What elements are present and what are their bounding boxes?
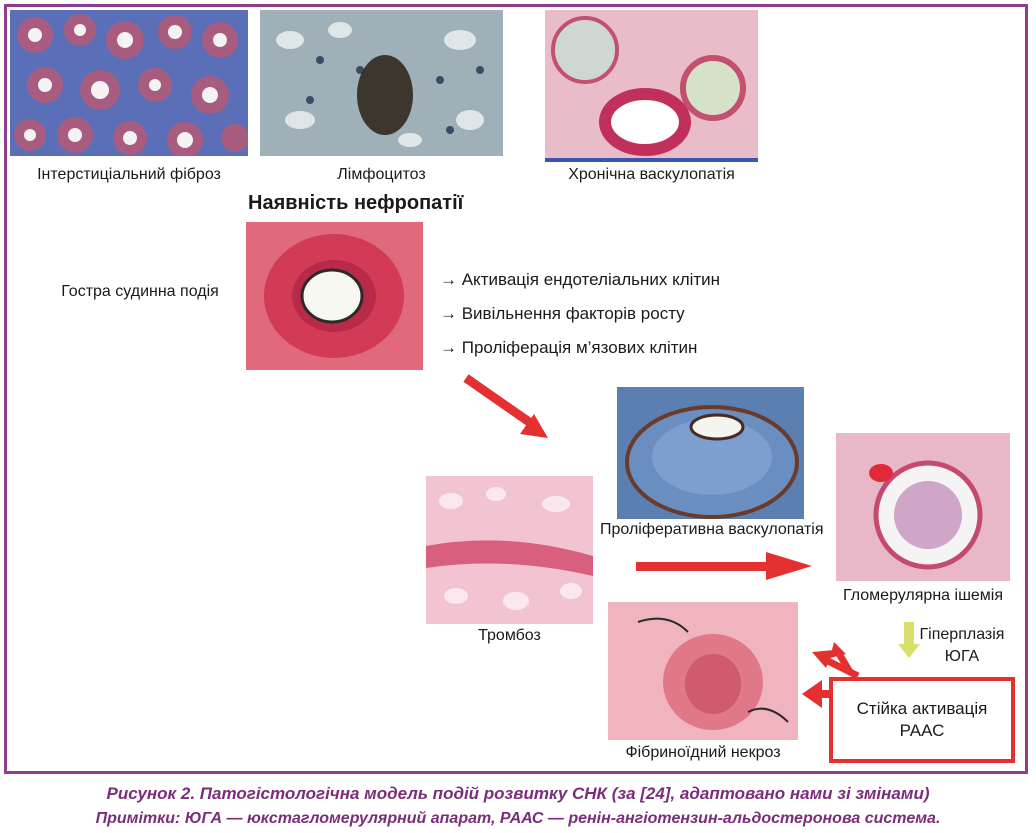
hyperplasia-line2: ЮГА: [944, 648, 980, 665]
glomerular-ischemia-image: [836, 433, 1010, 581]
pathogenesis-steps: → Активація ендотеліальних клітин → Виві…: [440, 268, 720, 370]
fibrinoid-necrosis-label: Фібриноїдний некроз: [625, 744, 781, 761]
hyperplasia-line1: Гіперплазія: [919, 626, 1005, 643]
fibrinoid-necrosis-image: [608, 602, 798, 740]
step-muscle-proliferation: → Проліферація м’язових клітин: [440, 338, 698, 357]
chronic-vasculopathy-image: [545, 10, 758, 162]
raas-line2: РААС: [899, 721, 945, 740]
raas-activation-box: Стійка активація РААС: [829, 677, 1015, 763]
raas-line1: Стійка активація: [856, 699, 988, 718]
figure-note: Примітки: ЮГА — юкстагломерулярний апара…: [95, 810, 941, 827]
acute-vascular-event-label: Гостра судинна подія: [61, 283, 219, 300]
lymphocytosis-label: Лімфоцитоз: [337, 166, 426, 183]
thrombosis-image: [426, 476, 593, 624]
heading-nephropathy: Наявність нефропатії: [248, 192, 464, 214]
proliferative-vasculopathy-image: [617, 387, 804, 519]
acute-vascular-event-image: [246, 222, 423, 370]
proliferative-vasculopathy-label: Проліферативна васкулопатія: [600, 521, 824, 538]
step-growth-factors: → Вивільнення факторів росту: [440, 304, 685, 323]
interstitial-fibrosis-label: Інтерстиціальний фіброз: [37, 166, 221, 183]
interstitial-fibrosis-image: [10, 10, 248, 156]
step-endothelial-activation: → Активація ендотеліальних клітин: [440, 270, 721, 289]
figure-frame: [4, 4, 1028, 774]
chronic-vasculopathy-label: Хронічна васкулопатія: [568, 166, 735, 183]
glomerular-ischemia-label: Гломерулярна ішемія: [842, 587, 1004, 604]
hyperplasia-label: Гіперплазія ЮГА: [918, 624, 1006, 668]
figure-caption: Рисунок 2. Патогістологічна модель подій…: [106, 784, 930, 803]
lymphocytosis-image: [260, 10, 503, 156]
thrombosis-label: Тромбоз: [478, 627, 541, 644]
